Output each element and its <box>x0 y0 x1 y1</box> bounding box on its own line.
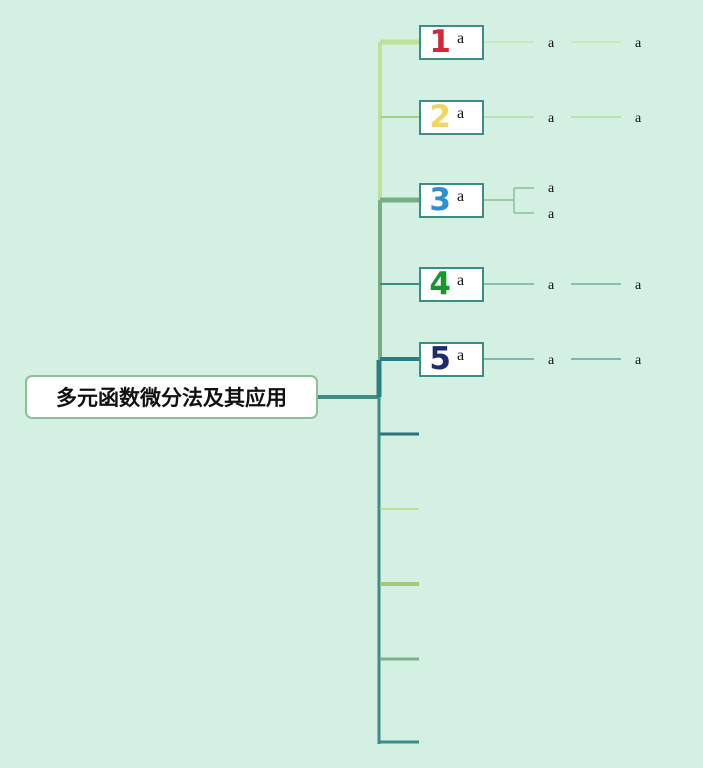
leaf-3b[interactable]: a <box>548 207 555 222</box>
branch-number-2: 2 <box>429 99 451 135</box>
branch-label-3: a <box>457 187 465 205</box>
leaf-4b[interactable]: a <box>635 278 642 293</box>
branch-label-5: a <box>457 346 465 364</box>
root-topic-label: 多元函数微分法及其应用 <box>56 386 287 410</box>
leaf-3a[interactable]: a <box>548 181 555 196</box>
branch-number-5: 5 <box>429 341 451 377</box>
branch-number-4: 4 <box>429 266 451 302</box>
branch-node-2[interactable]: 2 a <box>419 100 484 135</box>
leaf-4a[interactable]: a <box>548 278 555 293</box>
branch-number-1: 1 <box>429 24 451 60</box>
leaf-1a[interactable]: a <box>548 36 555 51</box>
branch-label-4: a <box>457 271 465 289</box>
leaf-5a[interactable]: a <box>548 353 555 368</box>
leaf-1b[interactable]: a <box>635 36 642 51</box>
leaf-2b[interactable]: a <box>635 111 642 126</box>
branch-node-4[interactable]: 4 a <box>419 267 484 302</box>
branch-label-2: a <box>457 104 465 122</box>
branch-label-1: a <box>457 29 465 47</box>
root-topic[interactable]: 多元函数微分法及其应用 <box>25 375 318 419</box>
branch-node-1[interactable]: 1 a <box>419 25 484 60</box>
leaf-2a[interactable]: a <box>548 111 555 126</box>
branch-node-3[interactable]: 3 a <box>419 183 484 218</box>
branch-node-5[interactable]: 5 a <box>419 342 484 377</box>
branch-number-3: 3 <box>429 182 451 218</box>
leaf-5b[interactable]: a <box>635 353 642 368</box>
